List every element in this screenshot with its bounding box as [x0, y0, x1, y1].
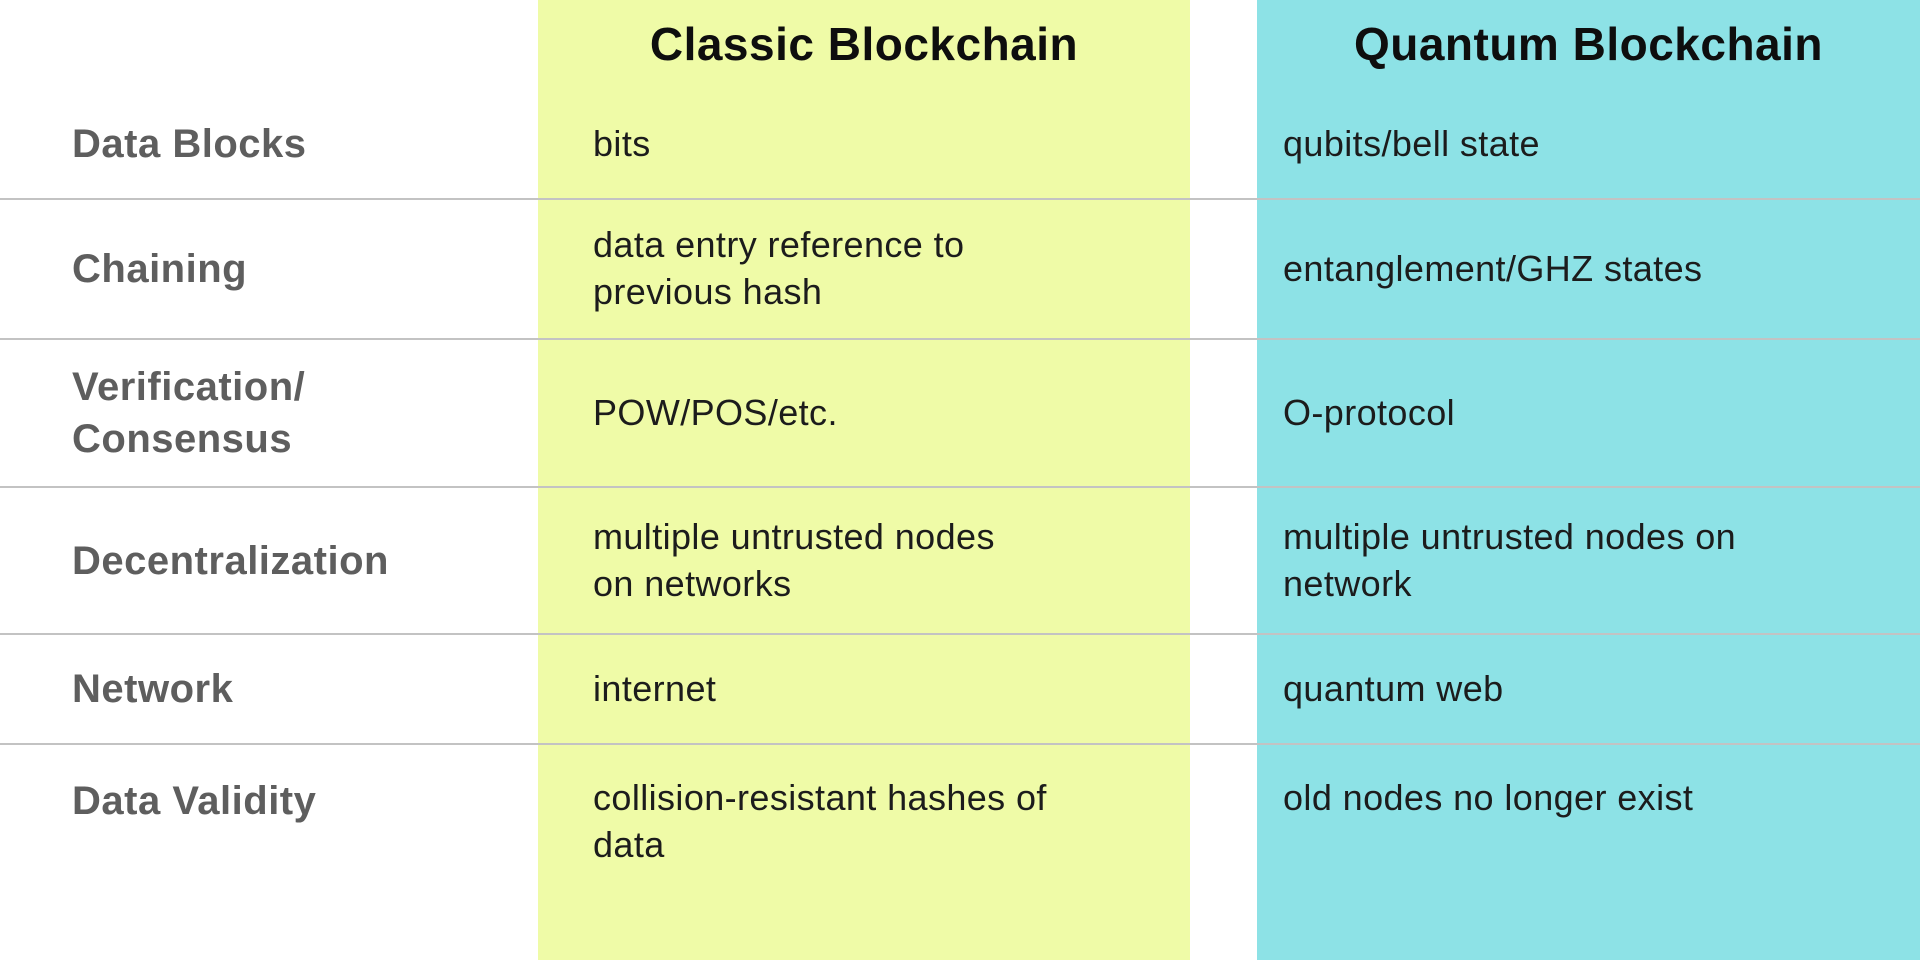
row-label-chaining: Chaining	[72, 247, 248, 291]
quantum-column-background	[1257, 0, 1920, 960]
classic-column-background	[538, 0, 1190, 960]
classic-value-network: internet	[593, 667, 717, 709]
row-label-network: Network	[72, 667, 234, 711]
row-label-decentralization: Decentralization	[72, 538, 389, 583]
classic-value-data-blocks: bits	[593, 122, 651, 164]
quantum-value-decentralization: multiple untrusted nodes on network	[1283, 515, 1737, 604]
table-row: Decentralization multiple untrusted node…	[0, 488, 1920, 635]
row-label-data-validity: Data Validity	[72, 779, 317, 823]
quantum-value-verification-consensus: O-protocol	[1283, 391, 1456, 433]
classic-value-chaining: data entry reference to previous hash	[593, 224, 965, 312]
table-row: Chaining data entry reference to previou…	[0, 200, 1920, 340]
header-classic-blockchain: Classic Blockchain	[649, 18, 1079, 71]
quantum-value-data-blocks: qubits/bell state	[1283, 122, 1540, 164]
row-label-verification-consensus: Verification/ Consensus	[72, 365, 306, 461]
quantum-value-chaining: entanglement/GHZ states	[1283, 247, 1703, 289]
classic-value-decentralization: multiple untrusted nodes on networks	[593, 515, 995, 604]
table-row: Verification/ Consensus POW/POS/etc. O-p…	[0, 340, 1920, 488]
quantum-value-data-validity: old nodes no longer exist	[1283, 777, 1694, 818]
table-row: Network internet quantum web	[0, 635, 1920, 745]
table-row: Data Blocks bits qubits/bell state	[0, 90, 1920, 200]
header-quantum-blockchain: Quantum Blockchain	[1353, 18, 1824, 71]
table-header-row: Classic Blockchain Quantum Blockchain	[0, 0, 1920, 90]
classic-value-verification-consensus: POW/POS/etc.	[593, 391, 838, 433]
row-label-data-blocks: Data Blocks	[72, 122, 307, 166]
classic-value-data-validity: collision-resistant hashes of data	[593, 777, 1047, 865]
table-row: Data Validity collision-resistant hashes…	[0, 745, 1920, 960]
quantum-value-network: quantum web	[1283, 667, 1504, 709]
